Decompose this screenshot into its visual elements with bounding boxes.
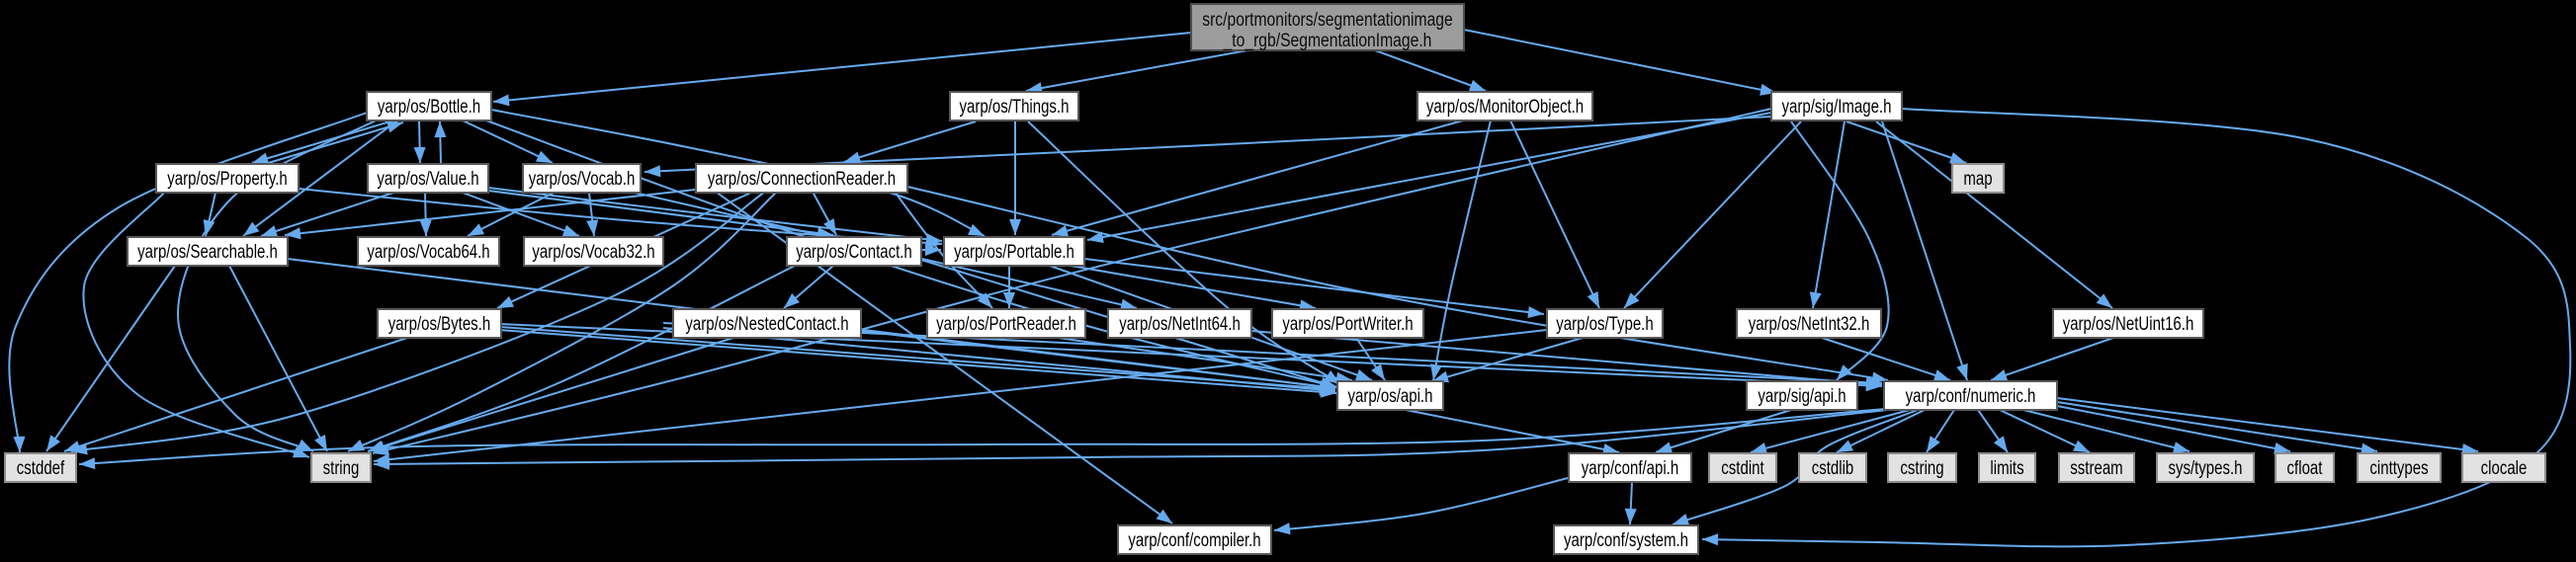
svg-text:yarp/os/Contact.h: yarp/os/Contact.h [796, 242, 912, 263]
svg-text:yarp/os/NetInt64.h: yarp/os/NetInt64.h [1119, 314, 1241, 335]
svg-text:string: string [323, 458, 360, 479]
svg-text:cfloat: cfloat [2287, 458, 2323, 479]
svg-text:sstream: sstream [2070, 458, 2122, 479]
svg-text:yarp/os/api.h: yarp/os/api.h [1348, 386, 1433, 407]
svg-text:cstddef: cstddef [17, 458, 65, 479]
svg-text:yarp/os/Bottle.h: yarp/os/Bottle.h [378, 97, 480, 118]
svg-text:cstdlib: cstdlib [1812, 458, 1854, 479]
svg-text:yarp/sig/Image.h: yarp/sig/Image.h [1782, 97, 1892, 118]
svg-text:yarp/os/Type.h: yarp/os/Type.h [1556, 314, 1653, 335]
svg-text:yarp/os/Things.h: yarp/os/Things.h [960, 97, 1070, 118]
svg-text:yarp/os/Vocab64.h: yarp/os/Vocab64.h [367, 242, 489, 263]
svg-text:yarp/conf/numeric.h: yarp/conf/numeric.h [1906, 386, 2036, 407]
svg-text:map: map [1963, 169, 1992, 190]
svg-text:yarp/os/Value.h: yarp/os/Value.h [377, 169, 478, 190]
svg-text:yarp/conf/api.h: yarp/conf/api.h [1582, 458, 1678, 479]
svg-text:yarp/os/Bytes.h: yarp/os/Bytes.h [388, 314, 490, 335]
svg-text:yarp/conf/compiler.h: yarp/conf/compiler.h [1128, 530, 1260, 551]
svg-text:yarp/conf/system.h: yarp/conf/system.h [1564, 530, 1688, 551]
svg-text:cstdint: cstdint [1721, 458, 1764, 479]
svg-text:yarp/os/NetInt32.h: yarp/os/NetInt32.h [1749, 314, 1870, 335]
svg-text:src/portmonitors/segmentationi: src/portmonitors/segmentationimage [1202, 10, 1453, 31]
svg-text:limits: limits [1990, 458, 2023, 479]
svg-text:clocale: clocale [2481, 458, 2528, 479]
svg-text:yarp/os/MonitorObject.h: yarp/os/MonitorObject.h [1426, 97, 1584, 118]
svg-text:yarp/os/Vocab32.h: yarp/os/Vocab32.h [532, 242, 654, 263]
svg-text:yarp/os/Vocab.h: yarp/os/Vocab.h [529, 169, 636, 190]
svg-text:yarp/os/PortReader.h: yarp/os/PortReader.h [936, 314, 1076, 335]
svg-text:yarp/os/NetUint16.h: yarp/os/NetUint16.h [2063, 314, 2194, 335]
svg-text:yarp/os/Portable.h: yarp/os/Portable.h [954, 242, 1074, 263]
svg-text:cinttypes: cinttypes [2369, 458, 2428, 479]
svg-text:yarp/os/ConnectionReader.h: yarp/os/ConnectionReader.h [708, 169, 896, 190]
svg-text:sys/types.h: sys/types.h [2168, 458, 2242, 479]
svg-text:yarp/os/PortWriter.h: yarp/os/PortWriter.h [1282, 314, 1413, 335]
svg-text:yarp/os/Property.h: yarp/os/Property.h [167, 169, 288, 190]
svg-text:yarp/os/NestedContact.h: yarp/os/NestedContact.h [685, 314, 848, 335]
svg-text:yarp/sig/api.h: yarp/sig/api.h [1758, 386, 1846, 407]
svg-text:_to_rgb/SegmentationImage.h: _to_rgb/SegmentationImage.h [1223, 31, 1432, 51]
svg-text:cstring: cstring [1900, 458, 1943, 479]
svg-text:yarp/os/Searchable.h: yarp/os/Searchable.h [137, 242, 278, 263]
